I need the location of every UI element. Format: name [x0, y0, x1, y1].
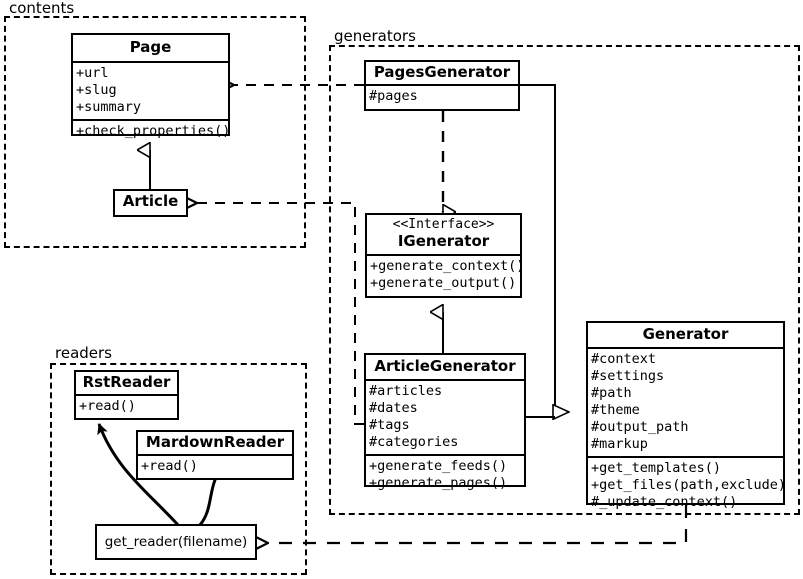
class-page-attributes: +url +slug +summary: [73, 61, 228, 119]
class-igenerator[interactable]: <<Interface>> IGenerator +generate_conte…: [365, 213, 525, 298]
method: #_update_context(): [591, 494, 738, 510]
function-get-reader[interactable]: get_reader(filename): [95, 524, 257, 560]
class-page-methods: +check_properties(): [73, 119, 231, 143]
class-igenerator-stereotype: <<Interface>>: [392, 217, 495, 232]
package-contents-label: contents: [6, 0, 78, 16]
relation-getreader-uses-rstreader: [97, 423, 180, 527]
method: +generate_pages(): [369, 475, 508, 491]
package-readers: [50, 363, 307, 575]
class-generator[interactable]: Generator #context #settings #path #them…: [586, 321, 786, 510]
attribute: #settings: [591, 368, 665, 384]
attribute: #path: [591, 385, 632, 401]
class-article-name: Article: [122, 192, 179, 210]
method: +read(): [141, 458, 198, 474]
relation-articlegenerator-depends-article: [197, 203, 364, 425]
attribute: #output_path: [591, 419, 689, 435]
package-readers-label: readers: [52, 345, 115, 361]
method: +get_files(path,exclude): [591, 477, 787, 493]
package-generators: [329, 45, 800, 515]
class-pagesgenerator[interactable]: PagesGenerator #pages: [364, 60, 520, 111]
class-page-name: Page: [129, 38, 172, 56]
class-pagesgenerator-attributes: #pages: [366, 84, 518, 108]
method: +read(): [79, 398, 136, 414]
class-page[interactable]: Page +url +slug +summary +check_properti…: [71, 33, 230, 139]
attribute: #pages: [369, 88, 418, 104]
method: +generate_context(): [370, 258, 525, 274]
method: +get_templates(): [591, 460, 722, 476]
class-article[interactable]: Article: [113, 189, 188, 217]
function-get-reader-label: get_reader(filename): [104, 534, 248, 550]
class-igenerator-name: IGenerator: [397, 232, 490, 250]
class-mardownreader[interactable]: MardownReader +read(): [136, 430, 294, 480]
attribute: #categories: [369, 434, 459, 450]
class-generator-name: Generator: [642, 325, 729, 343]
class-pagesgenerator-name: PagesGenerator: [373, 63, 511, 81]
package-generators-label: generators: [331, 28, 419, 44]
attribute: +url: [76, 65, 109, 81]
class-generator-methods: +get_templates() +get_files(path,exclude…: [588, 456, 787, 514]
attribute: #theme: [591, 402, 640, 418]
attribute: #articles: [369, 383, 443, 399]
attribute: +slug: [76, 82, 117, 98]
class-mardownreader-name: MardownReader: [145, 433, 285, 451]
class-rstreader-methods: +read(): [76, 394, 177, 418]
relation-generator-depends-getreader: [268, 505, 688, 543]
class-articlegenerator-name: ArticleGenerator: [374, 357, 516, 375]
attribute: #tags: [369, 417, 410, 433]
class-articlegenerator-methods: +generate_feeds() +generate_pages(): [366, 454, 524, 495]
class-mardownreader-methods: +read(): [138, 454, 292, 478]
class-articlegenerator[interactable]: ArticleGenerator #articles #dates #tags …: [364, 353, 526, 491]
method: +generate_output(): [370, 275, 517, 291]
class-rstreader[interactable]: RstReader +read(): [74, 370, 179, 420]
class-igenerator-methods: +generate_context() +generate_output(): [367, 254, 525, 295]
method: +generate_feeds(): [369, 458, 508, 474]
attribute: #markup: [591, 436, 648, 452]
attribute: +summary: [76, 99, 142, 115]
attribute: #dates: [369, 400, 418, 416]
relation-pagesgenerator-generalizes-generator: [519, 84, 569, 412]
class-generator-attributes: #context #settings #path #theme #output_…: [588, 347, 783, 456]
package-contents: [4, 16, 306, 248]
class-articlegenerator-attributes: #articles #dates #tags #categories: [366, 379, 524, 454]
attribute: #context: [591, 351, 657, 367]
method: +check_properties(): [76, 123, 231, 139]
class-rstreader-name: RstReader: [82, 373, 171, 391]
